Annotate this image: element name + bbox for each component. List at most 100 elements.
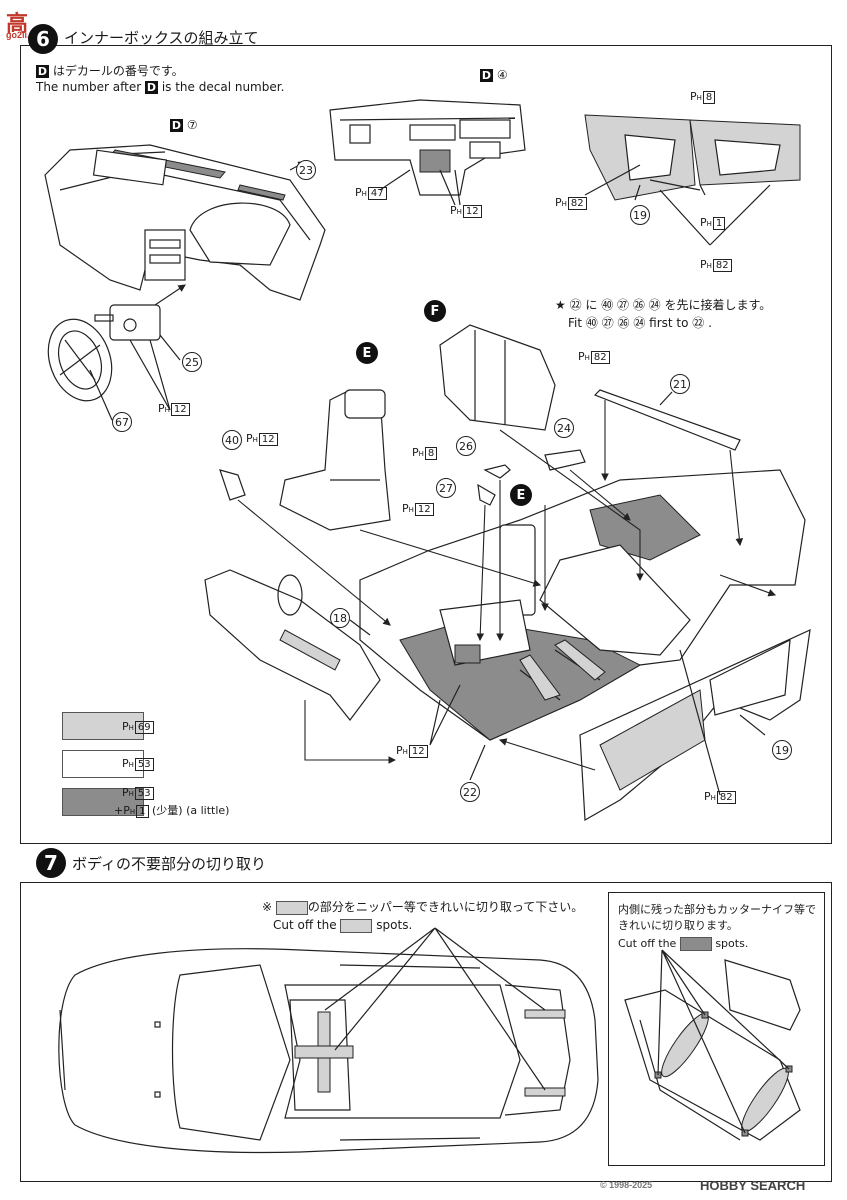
part-number-25: 25 bbox=[182, 352, 202, 372]
step6-title: インナーボックスの組み立て bbox=[64, 29, 259, 47]
legend-extra-code: 1 bbox=[136, 805, 149, 818]
rear-seat-part bbox=[439, 324, 556, 431]
step7-number: 7 bbox=[36, 848, 66, 878]
part-number-26: 26 bbox=[456, 436, 476, 456]
arrow-rear-seat bbox=[499, 429, 644, 582]
arrow-front-seat bbox=[359, 529, 542, 587]
paint-ref-code: 12 bbox=[258, 433, 278, 446]
inner-note-en-pre: Cut off the bbox=[618, 937, 677, 950]
inner-note-jp-1: 内側に残った部分もカッターナイフ等で bbox=[618, 903, 816, 916]
decal-note-jp-text: はデカールの番号です。 bbox=[52, 64, 184, 78]
decal-label-4: D ④ bbox=[480, 68, 508, 83]
decal-label-4-num: ④ bbox=[496, 68, 508, 82]
part-40-bit bbox=[219, 469, 246, 501]
footer-brand: HOBBY SEARCH bbox=[700, 1178, 806, 1193]
assembly-letter-e-seat: E bbox=[356, 342, 378, 364]
legend-swatch-53-1 bbox=[62, 788, 144, 816]
part-number-27: 27 bbox=[436, 478, 456, 498]
inner-note-en-post: spots. bbox=[715, 937, 749, 950]
fit-instruction-en: Fit ㊵ ㉗ ㉖ ㉔ first to ㉒ . bbox=[568, 316, 712, 330]
decal-note-en-pre: The number after bbox=[36, 80, 142, 94]
paint-ref-code: 1 bbox=[712, 217, 726, 230]
arrow-part-40 bbox=[237, 499, 391, 626]
arrow-part-24 bbox=[569, 469, 631, 521]
watermark-logo-glyph: 高 bbox=[6, 11, 29, 36]
decal-letter-box: D bbox=[36, 65, 49, 78]
right-door-part bbox=[579, 628, 811, 822]
cut-note-jp-pre: ※ bbox=[262, 900, 273, 914]
inner-note-jp-2: きれいに切り取ります。 bbox=[618, 919, 738, 932]
cut-note-en-pre: Cut off the bbox=[273, 918, 337, 932]
step6-number: 6 bbox=[28, 24, 58, 54]
cut-note-swatch bbox=[275, 900, 308, 915]
arrow-shelf-side bbox=[719, 574, 777, 597]
paint-ref-code: 12 bbox=[462, 205, 482, 218]
legend-swatch-69 bbox=[62, 712, 144, 740]
inner-note-en-swatch bbox=[679, 937, 712, 951]
part-27-bit bbox=[477, 483, 496, 506]
paint-ref-code: 12 bbox=[408, 745, 428, 758]
fit-instruction-jp: ★ ㉒ に ㊵ ㉗ ㉖ ㉔ を先に接着します。 bbox=[555, 298, 772, 312]
legend-code: 53 bbox=[134, 758, 154, 771]
part-number-18: 18 bbox=[330, 608, 350, 628]
paint-ref-code: 12 bbox=[414, 503, 434, 516]
floor-tub-part bbox=[359, 469, 806, 741]
part-number-19-top: 19 bbox=[630, 205, 650, 225]
front-seat-part bbox=[279, 389, 391, 531]
paint-ref-code: 47 bbox=[367, 187, 387, 200]
dashboard-part bbox=[44, 144, 326, 301]
part-number-67: 67 bbox=[112, 412, 132, 432]
decal-note-en: The number after D is the decal number. bbox=[36, 80, 284, 95]
leader-21 bbox=[659, 391, 673, 406]
leader-82-bottom bbox=[679, 649, 721, 796]
legend-code: 53 bbox=[134, 787, 154, 800]
decal-note-en-post: is the decal number. bbox=[161, 80, 285, 94]
leader-19-bottom bbox=[739, 714, 766, 736]
paint-ref-code: 82 bbox=[567, 197, 587, 210]
assembly-letter-f: F bbox=[424, 300, 446, 322]
part-number-19-bottom: 19 bbox=[772, 740, 792, 760]
assembly-letter-e-floor: E bbox=[510, 484, 532, 506]
arrow-left-door bbox=[304, 700, 397, 764]
inner-cut-detail bbox=[624, 949, 801, 1141]
legend-extra-text: (少量) (a little) bbox=[152, 804, 230, 817]
legend-swatch-53 bbox=[62, 750, 144, 778]
part-21-shelf bbox=[593, 389, 741, 451]
watermark-logo: 高 go2ii.com bbox=[6, 6, 74, 40]
part-number-22: 22 bbox=[460, 782, 480, 802]
decal-note-jp: D はデカールの番号です。 bbox=[36, 64, 184, 79]
part-26-bit bbox=[483, 464, 511, 479]
leader-22 bbox=[469, 744, 486, 781]
leader-18 bbox=[349, 619, 371, 636]
steering-wheel-part bbox=[47, 284, 186, 421]
part-number-24: 24 bbox=[554, 418, 574, 438]
decal-label-7-letter: D bbox=[170, 119, 183, 132]
step7-title: ボディの不要部分の切り取り bbox=[72, 855, 266, 873]
cut-note-en: Cut off the spots. bbox=[273, 918, 412, 933]
dashboard-front-view bbox=[329, 99, 526, 206]
arrow-shelf-to-floor bbox=[729, 449, 744, 547]
decal-label-7-num: ⑦ bbox=[186, 118, 198, 132]
footer-copyright: © 1998-2025 bbox=[600, 1180, 653, 1190]
door-panels-top bbox=[584, 114, 801, 246]
decal-letter-box-en: D bbox=[145, 81, 158, 94]
car-body-top-view bbox=[58, 927, 599, 1154]
paint-ref-code: 82 bbox=[716, 791, 736, 804]
legend-code: 69 bbox=[134, 721, 154, 734]
paint-ref-code: 82 bbox=[712, 259, 732, 272]
